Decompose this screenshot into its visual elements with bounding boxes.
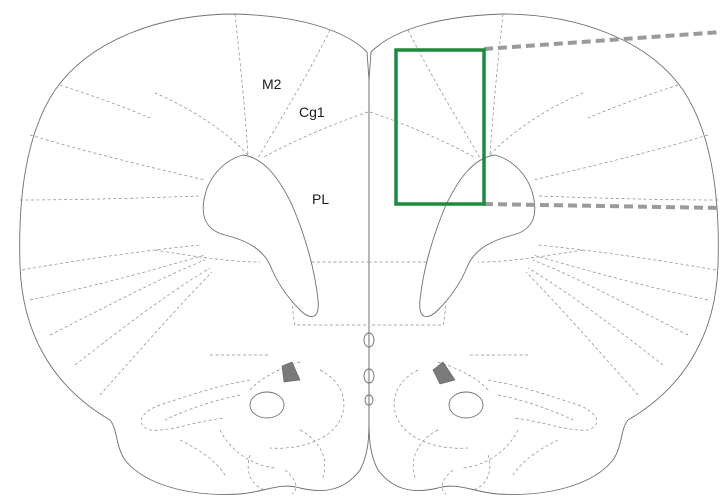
left-hemisphere-outline [20,14,369,494]
label-pl: PL [312,191,329,207]
left-lateral-ventricle [203,155,318,317]
label-m2: M2 [262,76,282,92]
right-lateral-ventricle [420,155,535,317]
zoom-line-top [484,32,721,49]
left-subcortical-structures [141,362,344,494]
right-subcortical-structures [394,362,597,494]
right-hemisphere-outline [369,14,718,494]
label-cg1: Cg1 [299,104,325,120]
